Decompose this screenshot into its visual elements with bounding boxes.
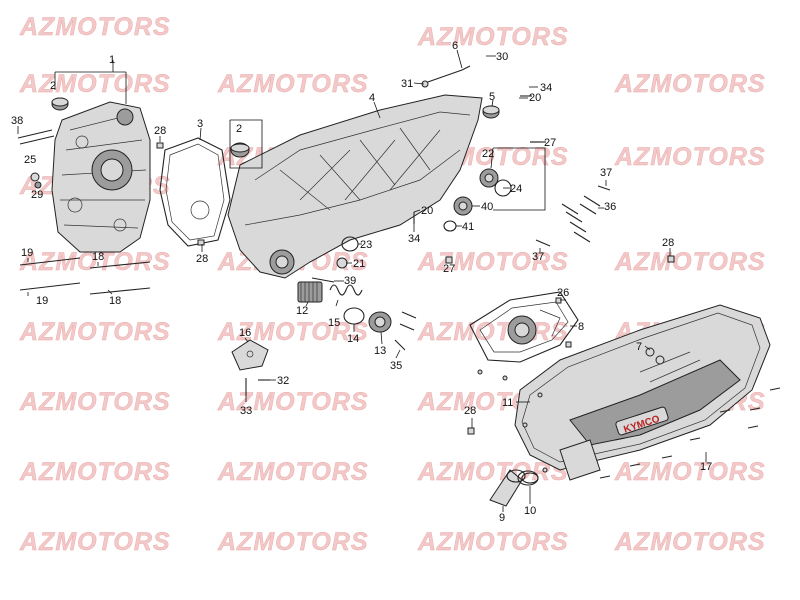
- watermark: AZMOTORS: [614, 70, 766, 98]
- callout-4: 4: [369, 92, 375, 104]
- callout-5: 5: [489, 91, 495, 103]
- watermark: AZMOTORS: [19, 528, 171, 556]
- leader-lines: [17, 49, 707, 512]
- callout-37: 37: [600, 167, 612, 179]
- callout-6: 6: [452, 40, 458, 52]
- callout-30: 30: [496, 51, 508, 63]
- callout-33: 33: [240, 405, 252, 417]
- callout-20: 20: [421, 205, 433, 217]
- callout-35: 35: [390, 360, 402, 372]
- callout-7: 7: [636, 341, 642, 353]
- callout-31: 31: [401, 78, 413, 90]
- callout-13: 13: [374, 345, 386, 357]
- watermark: AZMOTORS: [19, 318, 171, 346]
- callout-24: 24: [510, 183, 522, 195]
- watermark: AZMOTORS: [19, 70, 171, 98]
- callout-12: 12: [296, 305, 308, 317]
- callout-34: 34: [408, 233, 420, 245]
- callout-22: 22: [482, 148, 494, 160]
- callout-9: 9: [499, 512, 505, 524]
- watermark: AZMOTORS: [19, 13, 171, 41]
- kymco-badge: [615, 406, 669, 436]
- watermark: AZMOTORS: [217, 70, 369, 98]
- bracket-drawing: [231, 339, 270, 396]
- callout-18: 18: [92, 251, 104, 263]
- callout-28: 28: [464, 405, 476, 417]
- callout-labels: 1 2 2 3 4 5 6 7 8 9 10 11 12 13 14 15 16…: [11, 40, 712, 524]
- callout-15: 15: [328, 317, 340, 329]
- watermark: AZMOTORS: [217, 318, 369, 346]
- callout-29: 29: [31, 189, 43, 201]
- callout-10: 10: [524, 505, 536, 517]
- callout-37: 37: [532, 251, 544, 263]
- callout-14: 14: [347, 333, 359, 345]
- callout-1: 1: [109, 54, 115, 66]
- watermark: AZMOTORS: [19, 388, 171, 416]
- watermark-layer: AZMOTORS AZMOTORS AZMOTORS AZMOTORS AZMO…: [19, 13, 766, 556]
- left-crankcase-drawing: [17, 97, 151, 295]
- callout-28: 28: [196, 253, 208, 265]
- callout-39: 39: [344, 275, 356, 287]
- callout-40: 40: [481, 201, 493, 213]
- callout-2: 2: [50, 80, 56, 92]
- watermark: AZMOTORS: [417, 528, 569, 556]
- watermark: AZMOTORS: [417, 458, 569, 486]
- callout-20: 20: [529, 92, 541, 104]
- watermark: AZMOTORS: [19, 458, 171, 486]
- callout-11: 11: [502, 397, 513, 409]
- right-crankcase-drawing: [227, 65, 546, 279]
- callout-16: 16: [239, 327, 251, 339]
- bolts-group-drawing: [535, 185, 611, 247]
- watermark: AZMOTORS: [217, 388, 369, 416]
- callout-3: 3: [197, 118, 203, 130]
- watermark: AZMOTORS: [417, 23, 569, 51]
- watermark: AZMOTORS: [614, 143, 766, 171]
- watermark: AZMOTORS: [217, 458, 369, 486]
- outer-cover-drawing: KYMCO: [467, 255, 781, 481]
- callout-25: 25: [24, 154, 36, 166]
- intake-nozzle-drawing: [489, 469, 539, 507]
- callout-2: 2: [236, 123, 242, 135]
- watermark: AZMOTORS: [417, 248, 569, 276]
- watermark: AZMOTORS: [217, 528, 369, 556]
- watermark: AZMOTORS: [614, 248, 766, 276]
- inner-cover-drawing: [469, 291, 579, 363]
- callout-34: 34: [540, 82, 552, 94]
- watermark: AZMOTORS: [417, 318, 569, 346]
- callout-26: 26: [557, 287, 569, 299]
- callout-38: 38: [11, 115, 23, 127]
- callout-36: 36: [604, 201, 616, 213]
- watermark: AZMOTORS: [614, 528, 766, 556]
- callout-27: 27: [443, 263, 455, 275]
- callout-28: 28: [662, 237, 674, 249]
- callout-19: 19: [36, 295, 48, 307]
- callout-8: 8: [578, 321, 584, 333]
- gasket-drawing: [156, 137, 231, 247]
- callout-23: 23: [360, 239, 372, 251]
- callout-19: 19: [21, 247, 33, 259]
- callout-21: 21: [353, 258, 365, 270]
- callout-17: 17: [700, 461, 712, 473]
- watermark: AZMOTORS: [614, 458, 766, 486]
- callout-28: 28: [154, 125, 166, 137]
- oil-filter-group-drawing: [297, 277, 417, 351]
- callout-18: 18: [109, 295, 121, 307]
- callout-32: 32: [277, 375, 289, 387]
- callout-41: 41: [462, 221, 474, 233]
- callout-27: 27: [544, 137, 556, 149]
